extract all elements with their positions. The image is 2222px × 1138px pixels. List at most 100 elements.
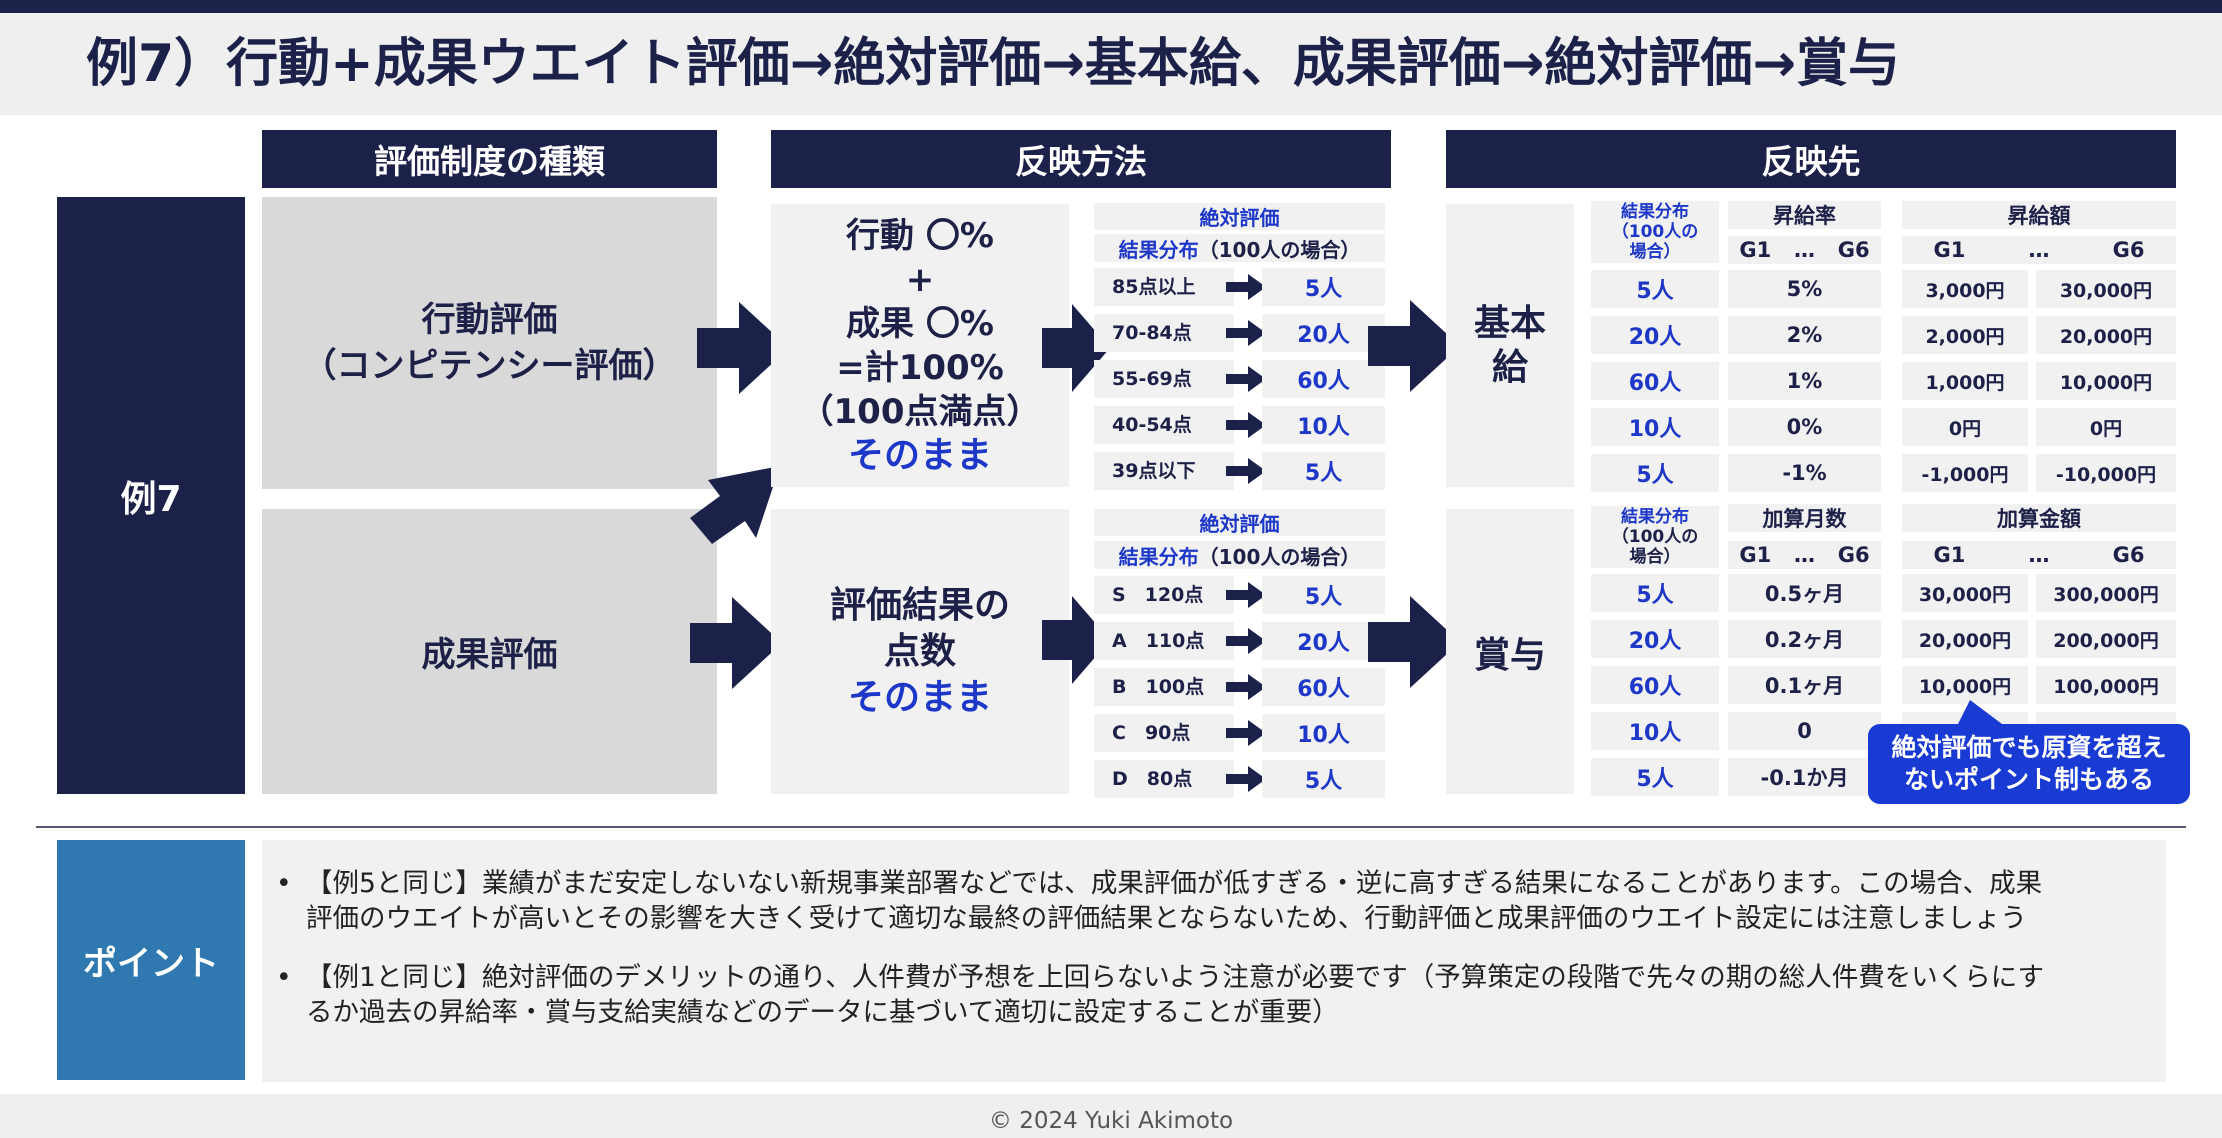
bonus-dist-line1: 結果分布 [1621, 507, 1689, 527]
abs-top-row-label: 55-69点 [1094, 360, 1234, 398]
bullet-icon: • [276, 962, 292, 993]
abs-bottom-dist-label: 結果分布 [1118, 544, 1199, 569]
salary-dist-header: 結果分布 （100人の 場合） [1591, 201, 1719, 263]
arrow-right-icon [697, 302, 789, 394]
salary-dist-line1: 結果分布 [1621, 202, 1689, 222]
header-method: 反映方法 [771, 130, 1391, 188]
arrow-right-icon [1226, 628, 1266, 654]
method-top-line3: 成果 〇% [846, 303, 994, 344]
method-bottom-line2: 点数 [883, 630, 956, 672]
abs-bottom-row-label: C 90点 [1094, 714, 1234, 752]
abs-top-dist-note: （100人の場合） [1198, 237, 1361, 262]
method-bottom-line3: そのまま [847, 676, 992, 718]
arrow-right-icon [1226, 720, 1266, 746]
arrow-right-icon [1226, 766, 1266, 792]
abs-top-row-label: 40-54点 [1094, 406, 1234, 444]
bonus-row-g6: 100,000円 [2036, 666, 2176, 704]
bonus-grade-header: G1…G6 [1728, 541, 1881, 569]
salary-row-rate: 5% [1728, 270, 1881, 308]
top-stripe [0, 0, 2222, 13]
abs-top-row-label: 85点以上 [1094, 268, 1234, 306]
callout-line2: ないポイント制もある [1903, 765, 2154, 794]
abs-top-row-label: 39点以下 [1094, 452, 1234, 490]
abs-top-row-count: 5人 [1262, 452, 1385, 490]
arrow-right-icon [1042, 304, 1110, 392]
bonus-label: 賞与 [1446, 509, 1574, 794]
abs-top-title: 絶対評価 [1094, 203, 1385, 230]
example-label: 例7 [57, 197, 245, 794]
salary-amount-g1-label: G1 [1933, 238, 1966, 262]
callout-line1: 絶対評価でも原資を超え [1891, 733, 2167, 762]
salary-row-g6: 10,000円 [2036, 362, 2176, 400]
method-top-box: 行動 〇% + 成果 〇% =計100% （100点満点） そのまま [771, 204, 1069, 487]
salary-g6-label: G6 [1837, 238, 1870, 262]
footer-copyright: © 2024 Yuki Akimoto [988, 1108, 1234, 1134]
bonus-amount-dots: … [2028, 543, 2050, 567]
page-title: 例7）行動+成果ウエイト評価→絶対評価→基本給、成果評価→絶対評価→賞与 [86, 34, 1901, 94]
arrow-right-icon [1226, 458, 1266, 484]
point-bullet-2: • 【例1と同じ】絶対評価のデメリットの通り、人件費が予想を上回らないよう注意が… [276, 960, 2146, 1030]
point-bullet-1-line1: 【例5と同じ】業績がまだ安定しないない新規事業部署などでは、成果評価が低すぎる・… [306, 868, 2043, 899]
salary-row-g1: 2,000円 [1902, 316, 2028, 354]
bonus-row-months: 0.2ヶ月 [1728, 620, 1881, 658]
salary-row-count: 20人 [1591, 316, 1719, 354]
arrow-diagonal-icon [690, 466, 780, 546]
salary-row-g1: 3,000円 [1902, 270, 2028, 308]
bonus-row-count: 10人 [1591, 712, 1719, 750]
bonus-row-count: 5人 [1591, 758, 1719, 796]
point-body: • 【例5と同じ】業績がまだ安定しないない新規事業部署などでは、成果評価が低すぎ… [262, 840, 2166, 1082]
abs-bottom-row-count: 5人 [1262, 760, 1385, 798]
salary-g1-label: G1 [1739, 238, 1772, 262]
abs-top-row-count: 20人 [1262, 314, 1385, 352]
result-eval-box: 成果評価 [262, 509, 717, 794]
divider [36, 826, 2186, 828]
salary-label: 基本 給 [1446, 204, 1574, 487]
arrow-right-icon [1226, 412, 1266, 438]
salary-row-rate: -1% [1728, 454, 1881, 492]
abs-top-row-count: 10人 [1262, 406, 1385, 444]
title-bar [0, 13, 2222, 115]
bonus-row-g1: 20,000円 [1902, 620, 2028, 658]
bonus-dist-line2: （100人の [1611, 527, 1699, 547]
method-top-line5: （100点満点） [799, 391, 1041, 432]
abs-bottom-row-count: 20人 [1262, 622, 1385, 660]
salary-amount-g6-label: G6 [2112, 238, 2145, 262]
bonus-row-g6: 300,000円 [2036, 574, 2176, 612]
salary-dots: … [1793, 238, 1815, 262]
bonus-row-count: 20人 [1591, 620, 1719, 658]
salary-label-line2: 給 [1491, 346, 1528, 388]
salary-row-g1: -1,000円 [1902, 454, 2028, 492]
salary-row-rate: 1% [1728, 362, 1881, 400]
salary-row-g6: 30,000円 [2036, 270, 2176, 308]
behavior-eval-line2: （コンピテンシー評価） [302, 346, 677, 386]
salary-row-g1: 1,000円 [1902, 362, 2028, 400]
salary-row-g1: 0円 [1902, 408, 2028, 446]
abs-bottom-row-count: 10人 [1262, 714, 1385, 752]
abs-bottom-row-label: B 100点 [1094, 668, 1234, 706]
abs-bottom-row-count: 5人 [1262, 576, 1385, 614]
abs-bottom-row-label: S 120点 [1094, 576, 1234, 614]
abs-top-dist-label: 結果分布 [1118, 237, 1199, 262]
point-bullet-1: • 【例5と同じ】業績がまだ安定しないない新規事業部署などでは、成果評価が低すぎ… [276, 866, 2146, 936]
abs-bottom-row-label: D 80点 [1094, 760, 1234, 798]
point-label: ポイント [57, 840, 245, 1080]
point-bullet-2-line2: るか過去の昇給率・賞与支給実績などのデータに基づいて適切に設定することが重要） [306, 997, 1339, 1028]
callout-box: 絶対評価でも原資を超え ないポイント制もある [1868, 724, 2190, 804]
bonus-g6-label: G6 [1837, 543, 1870, 567]
salary-row-g6: 0円 [2036, 408, 2176, 446]
bonus-row-months: -0.1か月 [1728, 758, 1881, 796]
bullet-icon: • [276, 868, 292, 899]
abs-bottom-title: 絶対評価 [1094, 509, 1385, 536]
bonus-dots: … [1793, 543, 1815, 567]
abs-top-dist: 結果分布（100人の場合） [1094, 234, 1385, 262]
abs-bottom-dist-note: （100人の場合） [1198, 544, 1361, 569]
abs-top-row-count: 5人 [1262, 268, 1385, 306]
behavior-eval-line1: 行動評価 [421, 300, 558, 340]
bonus-dist-line3: 場合） [1629, 547, 1681, 567]
salary-row-count: 10人 [1591, 408, 1719, 446]
arrow-right-icon [1226, 366, 1266, 392]
bonus-row-g1: 10,000円 [1902, 666, 2028, 704]
header-target: 反映先 [1446, 130, 2176, 188]
method-bottom-box: 評価結果の 点数 そのまま [771, 509, 1069, 794]
arrow-right-icon [690, 597, 782, 689]
